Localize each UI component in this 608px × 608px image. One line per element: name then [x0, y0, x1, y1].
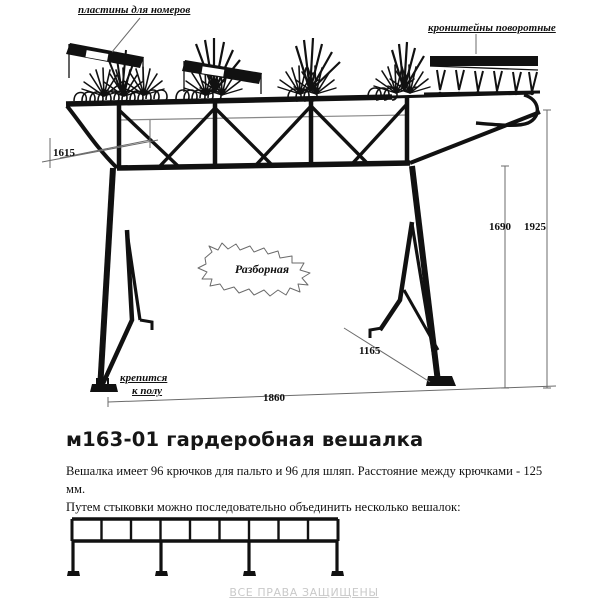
dimension-1860: 1860 — [263, 392, 285, 404]
description-line-2: Путем стыковки можно последовательно объ… — [66, 500, 461, 514]
dimension-lines — [41, 109, 557, 407]
dimension-1165: 1165 — [359, 345, 381, 357]
dimension-1615: 1615 — [53, 147, 75, 159]
callout-number-plates: пластины для номеров — [78, 4, 191, 16]
collapsible-badge-label: Разборная — [234, 262, 290, 276]
callout-leaders — [59, 17, 477, 159]
description-line-1: Вешалка имеет 96 крючков для пальто и 96… — [66, 464, 543, 496]
left-leg-assembly — [90, 167, 154, 392]
callout-swivel-brackets: кронштейны поворотные — [428, 22, 556, 34]
joined-racks-schematic-shape — [67, 517, 344, 576]
hook-fan-4 — [390, 41, 425, 91]
swivel-bracket-assembly — [423, 56, 541, 127]
callout-floor-fixing-line1: крепится — [120, 372, 168, 384]
hook-fan-1 — [107, 49, 137, 95]
right-leg-assembly — [368, 165, 456, 386]
upper-frame — [65, 98, 541, 171]
copyright-watermark: ВСЕ ПРАВА ЗАЩИЩЕНЫ — [229, 586, 379, 599]
callout-floor-fixing-line2: к полу — [132, 385, 163, 397]
dimension-1690: 1690 — [489, 221, 511, 233]
dimension-1925: 1925 — [524, 221, 546, 233]
page-title: м163-01 гардеробная вешалка — [66, 428, 424, 451]
hook-fan-3 — [294, 37, 341, 92]
description-block: Вешалка имеет 96 крючков для пальто и 96… — [66, 462, 562, 516]
number-plate-group — [66, 43, 262, 94]
collapsible-badge-shape — [197, 242, 311, 297]
